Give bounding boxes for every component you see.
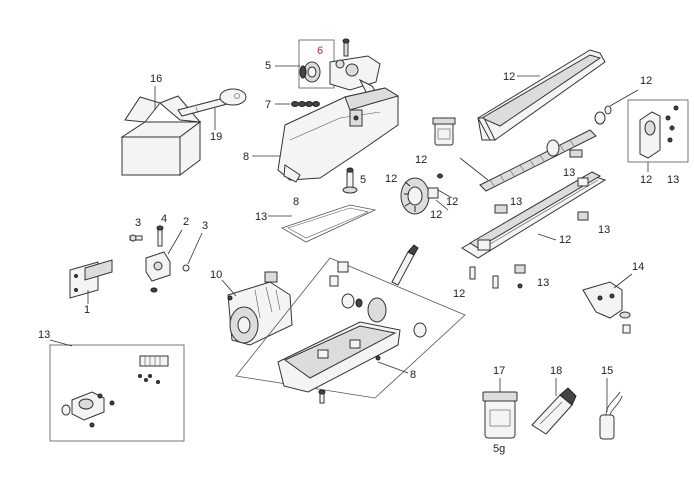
callout-12-feet: 12 bbox=[453, 288, 465, 300]
callout-16: 16 bbox=[150, 73, 162, 85]
callout-12-worm-a: 12 bbox=[415, 154, 427, 166]
leader-3-right bbox=[187, 232, 203, 265]
callout-12-shaft: 12 bbox=[640, 75, 652, 87]
callout-15: 15 bbox=[601, 365, 613, 377]
callout-17: 17 bbox=[493, 365, 505, 377]
part-13-rail-blocks[interactable] bbox=[494, 149, 589, 221]
callout-14: 14 bbox=[632, 261, 644, 273]
callout-13-shaft: 13 bbox=[563, 167, 575, 179]
callout-10: 10 bbox=[210, 269, 222, 281]
part-19-key[interactable] bbox=[177, 88, 247, 117]
part-8-upper-cover[interactable] bbox=[277, 87, 400, 183]
callout-13-feet: 13 bbox=[537, 277, 549, 289]
callout-13-gasket: 13 bbox=[255, 211, 267, 223]
bracket-group-box bbox=[627, 99, 689, 163]
grease-jar-label: 5g bbox=[493, 443, 505, 455]
callout-4: 4 bbox=[161, 213, 167, 225]
part-12-feet[interactable] bbox=[469, 264, 526, 289]
callout-1: 1 bbox=[84, 304, 90, 316]
part-5-motor-bracket[interactable] bbox=[329, 38, 381, 93]
leader-12-rail bbox=[537, 233, 557, 241]
callout-12-rail: 12 bbox=[559, 234, 571, 246]
callout-12-cover: 12 bbox=[503, 71, 515, 83]
callout-5-upper: 5 bbox=[265, 60, 271, 72]
part-5-fastener[interactable] bbox=[342, 167, 358, 194]
leader-8-lower bbox=[377, 361, 409, 374]
callout-7: 7 bbox=[265, 99, 271, 111]
part-13-subassembly-box bbox=[49, 344, 185, 442]
part-6-gear-pinion[interactable] bbox=[299, 61, 321, 83]
part-3-pin-right[interactable] bbox=[182, 264, 190, 272]
callout-5-lower: 5 bbox=[360, 174, 366, 186]
grease-jar-small[interactable] bbox=[432, 117, 456, 146]
callout-6: 6 bbox=[317, 45, 323, 57]
part-13-terminal-block[interactable] bbox=[138, 355, 169, 384]
part-1-base-plate[interactable] bbox=[69, 259, 113, 299]
part-8-lower-housing[interactable] bbox=[277, 321, 401, 393]
callout-13-bracket: 13 bbox=[667, 174, 679, 186]
part-12-rear-bracket[interactable] bbox=[639, 105, 679, 159]
callout-8-lower: 8 bbox=[410, 369, 416, 381]
part-10-motor[interactable] bbox=[227, 271, 293, 346]
part-12-rail-cover[interactable] bbox=[477, 49, 606, 141]
part-2-pivot-bracket[interactable] bbox=[145, 251, 171, 293]
part-8-gear-assembly[interactable] bbox=[329, 261, 427, 338]
part-13-gasket[interactable] bbox=[281, 204, 377, 243]
part-3-pin-left[interactable] bbox=[129, 234, 143, 242]
part-12-base-rail[interactable] bbox=[461, 171, 607, 259]
leader-12-shaft bbox=[459, 157, 489, 181]
part-8-lower-box bbox=[235, 257, 466, 399]
part-15-capacitor[interactable] bbox=[599, 391, 623, 440]
callout-19: 19 bbox=[210, 131, 222, 143]
grease-tube-small[interactable] bbox=[391, 244, 419, 286]
part-8-screw[interactable] bbox=[318, 389, 326, 404]
part-13-control-unit[interactable] bbox=[61, 391, 115, 428]
part-14-mount-bracket[interactable] bbox=[582, 281, 631, 334]
leader-12-shaft-r bbox=[609, 89, 639, 107]
part-12-worm-shaft[interactable] bbox=[479, 105, 612, 192]
part-18-grease-tube[interactable] bbox=[531, 387, 577, 435]
part-7-screws[interactable] bbox=[291, 101, 320, 107]
part-17-grease-jar[interactable] bbox=[482, 391, 518, 439]
callout-13-subassembly: 13 bbox=[38, 329, 50, 341]
callout-8-cover: 8 bbox=[243, 151, 249, 163]
part-4-bolt[interactable] bbox=[156, 225, 164, 247]
callout-12-worm-c: 12 bbox=[430, 209, 442, 221]
leader-14 bbox=[613, 273, 633, 289]
callout-12-worm-b: 12 bbox=[385, 173, 397, 185]
part-12-pins[interactable] bbox=[435, 173, 453, 211]
callout-18: 18 bbox=[550, 365, 562, 377]
callout-12-bracket: 12 bbox=[640, 174, 652, 186]
callout-13-rail-b: 13 bbox=[598, 224, 610, 236]
callout-2: 2 bbox=[183, 216, 189, 228]
leader-2 bbox=[167, 229, 183, 255]
part-12-worm-gear[interactable] bbox=[400, 177, 439, 215]
callout-12-worm-d: 12 bbox=[446, 196, 458, 208]
callout-8-gasket: 8 bbox=[293, 196, 299, 208]
callout-3-left: 3 bbox=[135, 217, 141, 229]
leader-10 bbox=[221, 279, 237, 297]
leader-13-subassembly bbox=[49, 339, 73, 347]
callout-13-rail-a: 13 bbox=[510, 196, 522, 208]
callout-3-right: 3 bbox=[202, 220, 208, 232]
